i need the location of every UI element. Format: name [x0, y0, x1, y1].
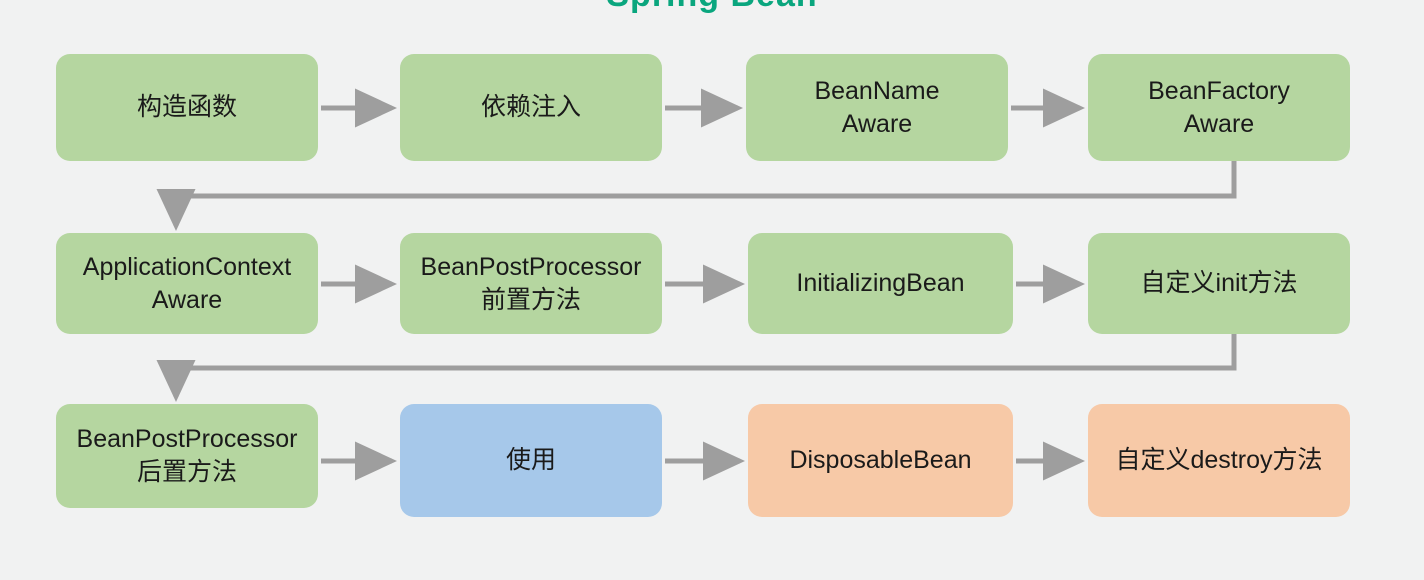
edge-n8-n9	[156, 334, 1237, 402]
node-in-use[interactable]: 使用	[400, 404, 662, 517]
node-beanname-aware[interactable]: BeanName Aware	[746, 54, 1008, 161]
node-applicationcontext-aware[interactable]: ApplicationContext Aware	[56, 233, 318, 334]
node-custom-init[interactable]: 自定义init方法	[1088, 233, 1350, 334]
node-custom-destroy[interactable]: 自定义destroy方法	[1088, 404, 1350, 517]
node-disposablebean[interactable]: DisposableBean	[748, 404, 1013, 517]
node-initializingbean[interactable]: InitializingBean	[748, 233, 1013, 334]
edge-n4-n5	[156, 161, 1237, 231]
node-dependency-injection[interactable]: 依赖注入	[400, 54, 662, 161]
node-beanpostprocessor-after[interactable]: BeanPostProcessor 后置方法	[56, 404, 318, 508]
node-beanpostprocessor-before[interactable]: BeanPostProcessor 前置方法	[400, 233, 662, 334]
node-beanfactory-aware[interactable]: BeanFactory Aware	[1088, 54, 1350, 161]
watermark-title: Spring Bean	[0, 0, 1424, 15]
node-constructor[interactable]: 构造函数	[56, 54, 318, 161]
